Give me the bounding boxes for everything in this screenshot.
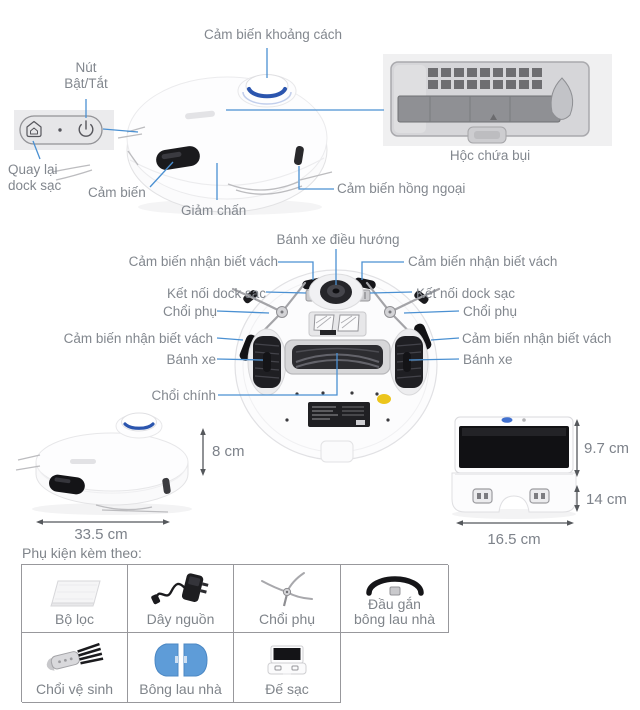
accessory-cell-mop-mount: Đầu gắn bông lau nhà xyxy=(341,565,449,633)
accessory-cell-charging-dock: Đế sạc xyxy=(234,633,341,703)
power-cord-icon xyxy=(149,570,213,612)
caster-wheel xyxy=(308,273,364,311)
mop-mount-icon xyxy=(363,569,427,597)
dust-box-grid xyxy=(428,68,542,89)
line-panel-to-robot xyxy=(102,128,139,133)
line-sensor xyxy=(149,161,174,188)
label-bumper: Giảm chấn xyxy=(181,203,247,218)
accessory-label: Đầu gắn bông lau nhà xyxy=(354,595,435,628)
line-right-cliff-side xyxy=(430,337,460,341)
accessory-cell-cleaning-brush: Chổi vệ sinh xyxy=(22,633,128,703)
cleaning-brush-icon xyxy=(43,638,107,682)
side-brush-icon xyxy=(255,570,319,612)
accessory-label: Chổi vệ sinh xyxy=(35,681,114,698)
filter-icon xyxy=(43,570,107,612)
line-ir-sensor xyxy=(298,166,334,190)
control-panel-inset xyxy=(14,110,114,150)
dust-box-photo xyxy=(383,54,612,146)
info-sticker xyxy=(308,402,370,427)
accessory-label: Bông lau nhà xyxy=(139,681,222,698)
dock-indicator-light xyxy=(501,417,513,423)
accessory-cell-empty xyxy=(341,633,449,703)
accessory-cell-filter: Bộ lọc xyxy=(22,565,128,633)
label-right-cliff-side: Cảm biến nhận biết vách xyxy=(462,331,612,346)
dimension-arrows xyxy=(36,419,580,526)
dim-robot-width: 33.5 cm xyxy=(74,526,128,543)
label-dust-box: Hộc chứa bụi xyxy=(449,148,531,163)
side-view-wisps xyxy=(15,454,169,513)
cliff-sensor-right-side xyxy=(414,323,432,350)
accessory-label: Chổi phụ xyxy=(258,611,316,628)
label-right-side-brush: Chổi phụ xyxy=(463,304,518,319)
accessories-table: Bộ lọc Dây nguồn xyxy=(21,564,449,703)
accessory-cell-power-cord: Dây nguồn xyxy=(128,565,234,633)
wheel-left xyxy=(247,328,287,396)
line-right-dock-contact xyxy=(369,291,413,294)
line-right-side-brush xyxy=(403,310,460,314)
accessory-cell-side-brush: Chổi phụ xyxy=(234,565,341,633)
line-left-side-brush xyxy=(216,310,270,314)
label-right-cliff-top: Cảm biến nhận biết vách xyxy=(408,254,558,269)
yellow-marker xyxy=(377,394,391,404)
power-icon xyxy=(78,120,94,137)
dock-return-icon xyxy=(26,120,42,138)
side-view-sensor-turret xyxy=(115,412,163,439)
side-view-front-sensor xyxy=(49,474,85,495)
accessory-cell-mop-pad: Bông lau nhà xyxy=(128,633,234,703)
label-ir-sensor: Cảm biến hồng ngoại xyxy=(337,181,466,196)
line-left-cliff-side xyxy=(216,337,244,341)
line-left-dock-contact xyxy=(265,291,307,294)
line-dock-return xyxy=(32,140,41,160)
charging-dock-icon xyxy=(255,642,319,682)
label-distance-sensor: Cảm biến khoảng cách xyxy=(203,27,343,42)
label-right-wheel: Bánh xe xyxy=(463,352,513,367)
label-dock-return: Quay lại dock sạc xyxy=(8,162,62,193)
label-left-cliff-side: Cảm biến nhận biết vách xyxy=(63,331,213,346)
dim-dock-width: 16.5 cm xyxy=(487,531,541,548)
label-left-dock-contact: Kết nối dock sạc xyxy=(166,286,266,301)
robot-top-view xyxy=(51,74,333,215)
line-main-brush xyxy=(218,353,338,396)
distance-sensor-turret xyxy=(237,74,297,108)
accessory-label: Dây nguồn xyxy=(146,611,215,628)
label-left-cliff-top: Cảm biến nhận biết vách xyxy=(128,254,278,269)
line-left-cliff-top xyxy=(278,261,314,280)
charging-dock-photo xyxy=(451,416,577,519)
accessory-label: Đế sạc xyxy=(265,681,309,698)
ir-sensor-slot xyxy=(293,145,304,165)
label-sensor: Cảm biến xyxy=(88,185,146,200)
label-main-brush: Chổi chính xyxy=(151,388,216,403)
dim-robot-height: 8 cm xyxy=(212,443,245,460)
battery-cover xyxy=(308,311,367,337)
line-right-cliff-top xyxy=(361,261,404,280)
robot-side-view xyxy=(15,412,192,515)
label-power-button: Nút Bật/Tắt xyxy=(64,60,108,91)
bottom-bumper-tab xyxy=(320,440,354,463)
label-nav-wheel: Bánh xe điều hướng xyxy=(276,232,400,247)
mop-pad-icon xyxy=(149,638,213,682)
brand-logo-mark xyxy=(185,110,215,120)
wheel-right xyxy=(389,328,429,396)
accessories-heading: Phụ kiện kèm theo: xyxy=(22,545,142,561)
dim-dock-top-height: 9.7 cm xyxy=(584,440,630,457)
line-left-wheel xyxy=(216,358,264,361)
line-right-wheel xyxy=(408,358,460,361)
label-right-dock-contact: Kết nối dock sạc xyxy=(416,286,516,301)
label-left-wheel: Bánh xe xyxy=(166,352,216,367)
status-led-dot xyxy=(58,128,62,132)
accessory-label: Bộ lọc xyxy=(55,611,94,628)
dim-dock-base-height: 14 cm xyxy=(586,491,627,508)
front-sensor-window xyxy=(156,146,200,170)
callout-lines xyxy=(32,48,460,396)
label-left-side-brush: Chổi phụ xyxy=(162,304,217,319)
dock-charge-pads xyxy=(472,488,550,504)
robot-bottom-view xyxy=(231,269,441,463)
